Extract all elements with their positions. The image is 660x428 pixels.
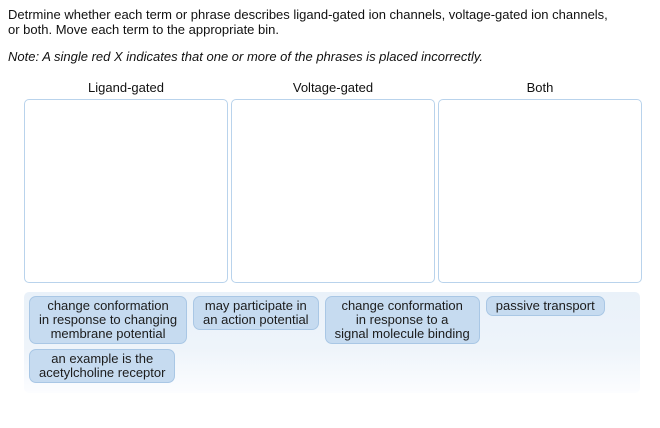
chip-change-conformation-signal-molecule[interactable]: change conformation in response to a sig…	[324, 296, 480, 344]
bin-dropzone-both[interactable]	[438, 99, 642, 283]
instructions-text: Detrmine whether each term or phrase des…	[8, 7, 608, 37]
bin-column-voltage-gated: Voltage-gated	[231, 81, 435, 283]
bin-dropzone-ligand-gated[interactable]	[24, 99, 228, 283]
chip-may-participate-action-potential[interactable]: may participate in an action potential	[193, 296, 319, 330]
bin-label-ligand-gated: Ligand-gated	[88, 80, 164, 95]
bins-row: Ligand-gated Voltage-gated Both	[24, 81, 660, 283]
bin-column-both: Both	[438, 81, 642, 283]
chip-passive-transport[interactable]: passive transport	[485, 296, 605, 316]
bin-dropzone-voltage-gated[interactable]	[231, 99, 435, 283]
chip-change-conformation-membrane-potential[interactable]: change conformation in response to chang…	[29, 296, 188, 344]
bin-label-both: Both	[526, 80, 554, 95]
chip-tray: change conformation in response to chang…	[24, 292, 640, 393]
bin-label-voltage-gated: Voltage-gated	[292, 80, 374, 95]
bin-column-ligand-gated: Ligand-gated	[24, 81, 228, 283]
chip-acetylcholine-receptor[interactable]: an example is the acetylcholine receptor	[29, 349, 176, 383]
note-text: Note: A single red X indicates that one …	[8, 49, 483, 64]
